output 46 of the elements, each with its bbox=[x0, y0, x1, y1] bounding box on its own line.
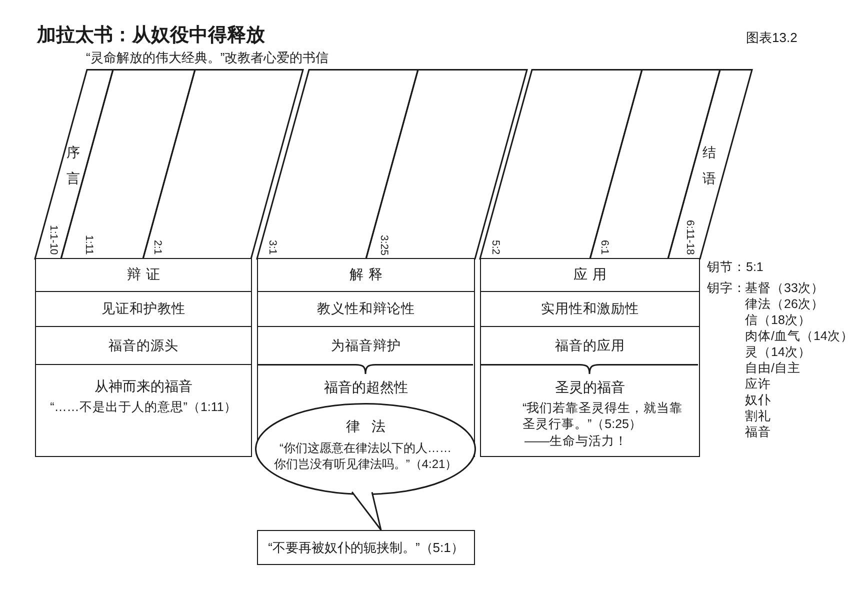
key-word: 福音 bbox=[745, 424, 771, 441]
verse-reference: 1:11 bbox=[83, 235, 94, 255]
verse-reference: 3:1 bbox=[266, 240, 278, 255]
verse-reference: 6:11-18 bbox=[684, 220, 695, 255]
key-verse: 钥节：5:1 bbox=[707, 259, 764, 276]
key-word: 应许 bbox=[745, 376, 771, 393]
key-word: 肉体/血气（14次） bbox=[745, 328, 854, 345]
key-word: 信（18次） bbox=[745, 312, 811, 329]
table-cell: 福音的源头 bbox=[35, 326, 252, 366]
cell-heading: 圣灵的福音 bbox=[555, 378, 625, 396]
key-word: 奴仆 bbox=[745, 392, 771, 409]
band-title: 结语 bbox=[702, 144, 716, 188]
table-cell: 教义性和辩论性 bbox=[257, 291, 475, 328]
bubble-tail bbox=[351, 491, 382, 531]
key-words-heading: 钥字： bbox=[707, 280, 746, 297]
cell-heading: 从神而来的福音 bbox=[94, 377, 192, 395]
table-cell: 福音的应用 bbox=[480, 326, 700, 364]
quote-text: “……不是出于人的意思”（1:11） bbox=[50, 399, 237, 415]
verse-reference: 5:2 bbox=[490, 240, 500, 255]
table-cell: 实用性和激励性 bbox=[480, 291, 700, 328]
subtitle: “灵命解放的伟大经典。”改教者心爱的书信 bbox=[86, 49, 329, 67]
key-word: 律法（26次） bbox=[745, 296, 824, 313]
bubble-heading: 律 法 bbox=[346, 419, 386, 437]
verse-reference: 1:1-10 bbox=[48, 225, 59, 255]
header-cell: 辩 证 bbox=[35, 258, 252, 292]
slanted-band bbox=[34, 69, 114, 260]
key-word: 自由/自主 bbox=[745, 360, 800, 377]
cell-heading: 福音的超然性 bbox=[324, 378, 408, 396]
band-title: 序言 bbox=[66, 144, 80, 188]
key-word: 基督（33次） bbox=[745, 280, 824, 297]
header-cell: 应 用 bbox=[480, 258, 700, 292]
verse-reference: 2:1 bbox=[152, 240, 162, 255]
key-word: 割礼 bbox=[745, 408, 771, 425]
quote-text: “我们若靠圣灵得生，就当靠圣灵行事。”（5:25） bbox=[522, 400, 684, 432]
slanted-band bbox=[667, 69, 753, 260]
quote-text: “你们这愿意在律法以下的人……你们岂没有听见律法吗。”（4:21） bbox=[272, 440, 458, 472]
note-text: ——生命与活力！ bbox=[524, 432, 628, 448]
speech-bubble bbox=[255, 403, 476, 495]
figure-number: 图表13.2 bbox=[746, 29, 798, 47]
verse-reference: 3:25 bbox=[378, 235, 389, 256]
key-word: 灵（14次） bbox=[745, 344, 811, 361]
title: 加拉太书：从奴役中得释放 bbox=[37, 24, 265, 48]
table-cell: 为福音辩护 bbox=[257, 326, 475, 364]
header-cell: 解 释 bbox=[257, 258, 475, 292]
table-cell: 见证和护教性 bbox=[35, 291, 252, 328]
verse-reference: 6:1 bbox=[598, 240, 610, 255]
